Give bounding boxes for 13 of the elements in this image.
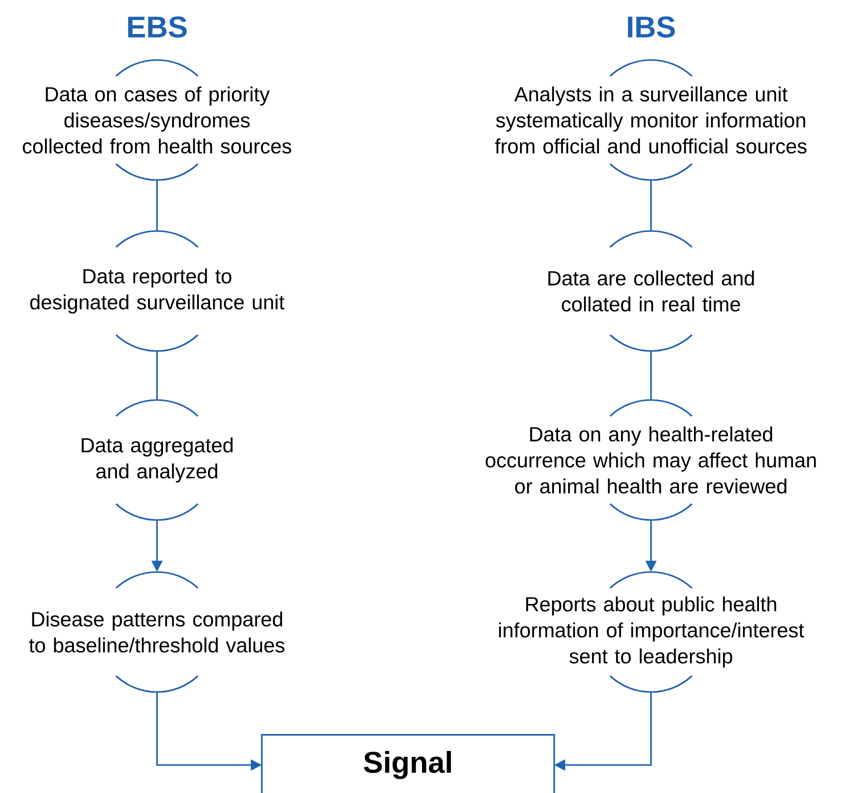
arc-step: Data aggregated and analyzed [82,399,233,521]
connector-line [156,180,158,231]
arc-step: Reports about public health information of importance/interest sent to leadership [499,571,804,693]
arc-step: Data are collected and collated in real time [548,230,754,352]
arc-step: Analysts in a surveillance unit systematically monitor information from official and unofficial sources [495,59,806,181]
arc-step: Data on any health-related occurrence which may affect human or animal health are reviewed [486,399,816,521]
signal-box: Signal [261,734,555,793]
arc-step: Data reported to designated surveillance unit [30,230,284,352]
connector-line [156,351,158,400]
connector-line [650,351,652,400]
connector-line [650,180,652,231]
arc-step: Data on cases of priority diseases/syndromes collected from health sources [22,59,292,181]
arc-step: Disease patterns compared to baseline/threshold values [29,571,284,693]
